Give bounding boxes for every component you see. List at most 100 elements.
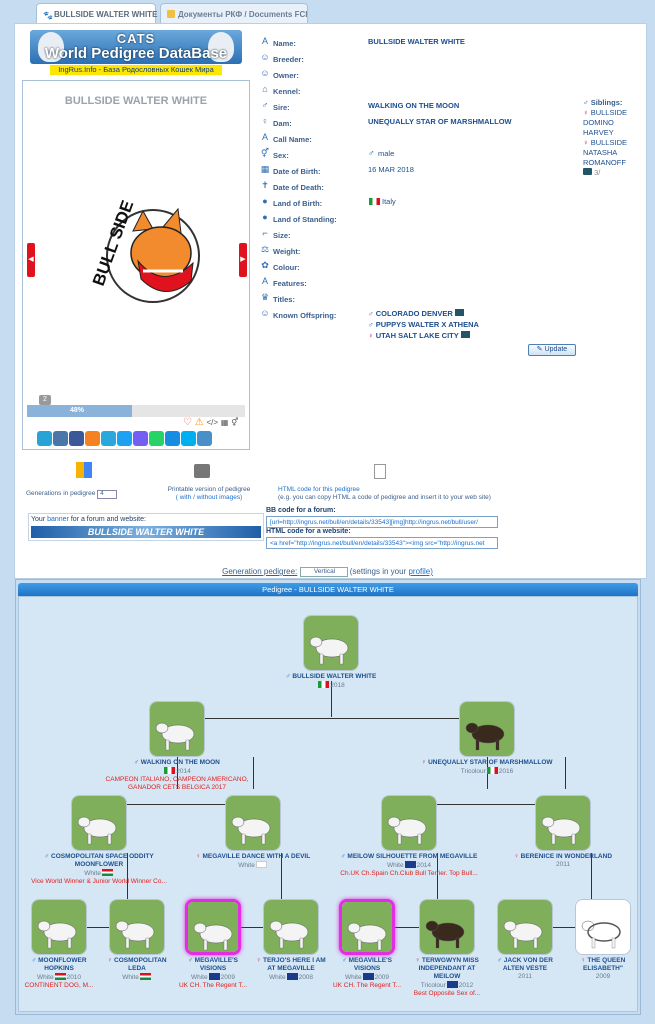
male-icon: ♂ [583, 98, 589, 107]
dog-name-link[interactable]: MEGAVILLE'S VISIONS [194, 957, 238, 972]
share-icon[interactable] [37, 431, 52, 446]
dog-photo[interactable] [381, 795, 437, 851]
printer-icon[interactable] [194, 464, 210, 478]
dog-color: Tricolour [460, 768, 486, 775]
print-link[interactable]: ( with / without images) [175, 494, 243, 501]
field-icon: ● [262, 212, 268, 222]
site-logo[interactable]: CATS World Pedigree DataBase IngRus.Info… [30, 30, 242, 75]
update-button[interactable]: ✎ Update [528, 344, 576, 356]
heart-icon[interactable]: ♡ [183, 417, 192, 428]
dog-photo[interactable] [225, 795, 281, 851]
dog-name-link[interactable]: BULLSIDE WALTER WHITE [292, 673, 377, 680]
field-label: Features: [273, 279, 307, 288]
tab-dog[interactable]: 🐾BULLSIDE WALTER WHITE [36, 3, 157, 23]
qr-icon[interactable]: ▦ [220, 418, 229, 427]
profile-link[interactable]: profile) [408, 567, 433, 577]
html-code-link[interactable]: HTML code for this pedigree [278, 486, 360, 493]
vk-icon[interactable] [53, 431, 68, 446]
dog-name-link[interactable]: WALKING ON THE MOON [140, 759, 220, 766]
prev-photo-button[interactable]: ◀ [27, 243, 35, 277]
field-icon: ⌐ [262, 228, 268, 238]
dog-photo[interactable] [575, 899, 631, 955]
offspring-link[interactable]: COLORADO DENVER [375, 309, 453, 318]
dog-photo[interactable] [109, 899, 165, 955]
offspring-link[interactable]: PUPPYS WALTER X ATHENA [375, 320, 479, 329]
field-row: ⌂Kennel: [260, 84, 640, 98]
next-photo-button[interactable]: ▶ [239, 243, 247, 277]
dog-photo[interactable] [149, 701, 205, 757]
dog-photo[interactable] [31, 899, 87, 955]
telegram-icon[interactable] [101, 431, 116, 446]
dog-photo[interactable] [459, 701, 515, 757]
field-icon: ✿ [261, 260, 269, 270]
field-row: ♂Sire:WALKING ON THE MOON [260, 100, 640, 114]
warning-icon[interactable]: ⚠ [194, 417, 204, 428]
web-code-field[interactable]: <a href="http://ingrus.net/bull/en/detai… [266, 537, 498, 549]
dog-photo[interactable] [497, 899, 553, 955]
sibling-link[interactable]: BULLSIDE DOMINO HARVEY [583, 108, 627, 137]
dog-name-link[interactable]: MEGAVILLE'S VISIONS [348, 957, 392, 972]
field-value[interactable]: UNEQUALLY STAR OF MARSHMALLOW [368, 117, 512, 126]
offspring-link[interactable]: UTAH SALT LAKE CITY [375, 331, 459, 340]
flag-icon [318, 681, 330, 688]
tree-connector [99, 804, 226, 805]
sibling-link[interactable]: BULLSIDE NATASHA ROMANOFF [583, 138, 627, 167]
female-icon: ♀ [421, 759, 427, 766]
facebook-icon[interactable] [69, 431, 84, 446]
dog-name-link[interactable]: THE QUEEN ELISABETH" [583, 957, 626, 972]
dog-photo[interactable] [339, 899, 395, 955]
dog-name-link[interactable]: BERENICE IN WONDERLAND [520, 853, 613, 860]
dog-photo[interactable] [535, 795, 591, 851]
cat-icon [208, 32, 234, 62]
web-label: HTML code for a website: [266, 528, 351, 535]
flag-icon [208, 973, 220, 980]
dog-name-link[interactable]: MEILOW SILHOUETTE FROM MEGAVILLE [347, 853, 478, 860]
dog-name-link[interactable]: MEGAVILLE DANCE WITH A DEVIL [202, 853, 311, 860]
html-code-hint: (e.g. you can copy HTML a code of pedigr… [278, 494, 491, 501]
dog-name-link[interactable]: COSMOPOLITAN SPACE ODDITY MOONFLOWER [51, 853, 154, 868]
viber-icon[interactable] [133, 431, 148, 446]
flag-icon [486, 767, 498, 774]
logo-line2: World Pedigree DataBase [44, 45, 228, 62]
dog-name-link[interactable]: MOONFLOWER HOPKINS [38, 957, 87, 972]
dog-name-link[interactable]: COSMOPOLITAN LEDA [114, 957, 167, 972]
skype-icon[interactable] [181, 431, 196, 446]
field-row: ●Land of Standing: [260, 212, 640, 226]
dog-name-link[interactable]: JACK VON DER ALTEN VESTE [502, 957, 553, 972]
dog-caption: ♀ THE QUEEN ELISABETH"2009 [564, 957, 642, 981]
tab-documents[interactable]: Документы РКФ / Documents FCI [160, 3, 308, 23]
bb-code-field[interactable]: [url=http://ingrus.net/bull/en/details/3… [266, 516, 498, 528]
dog-name-link[interactable]: UNEQUALLY STAR OF MARSHMALLOW [428, 759, 553, 766]
dog-photo[interactable] [303, 615, 359, 671]
dog-year: 2014 [176, 768, 191, 775]
dog-photo[interactable] [71, 795, 127, 851]
dog-photo[interactable] [263, 899, 319, 955]
banner-image[interactable]: BULLSIDE WALTER WHITE [31, 526, 261, 538]
link-icon[interactable] [197, 431, 212, 446]
dog-photo[interactable] [419, 899, 475, 955]
dog-name-link[interactable]: TERWGWYN MISS INDEPENDANT AT MEILOW [418, 957, 479, 980]
whatsapp-icon[interactable] [149, 431, 164, 446]
offspring-list: ♂ COLORADO DENVER ♂ PUPPYS WALTER X ATHE… [368, 308, 479, 341]
dog-name-link[interactable]: TERJO'S HERE I AM AT MEGAVILLE [262, 957, 326, 972]
odnoklassniki-icon[interactable] [85, 431, 100, 446]
field-label: Weight: [273, 247, 301, 256]
field-value[interactable]: WALKING ON THE MOON [368, 101, 460, 110]
mail-icon[interactable] [165, 431, 180, 446]
code-icon[interactable]: </> [206, 418, 219, 427]
twitter-icon[interactable] [117, 431, 132, 446]
gender-icon[interactable]: ⚥ [231, 418, 239, 427]
action-icons: ♡ ⚠ </> ▦ ⚥ [183, 417, 238, 429]
layout-select[interactable]: Vertical [299, 567, 348, 577]
generations-select[interactable]: 4 [97, 490, 118, 499]
tree-connector [565, 757, 566, 789]
field-value: male [378, 149, 395, 158]
male-icon: ♂ [368, 320, 374, 329]
banner-link[interactable]: banner [47, 516, 69, 523]
dog-photo[interactable] [185, 899, 241, 955]
